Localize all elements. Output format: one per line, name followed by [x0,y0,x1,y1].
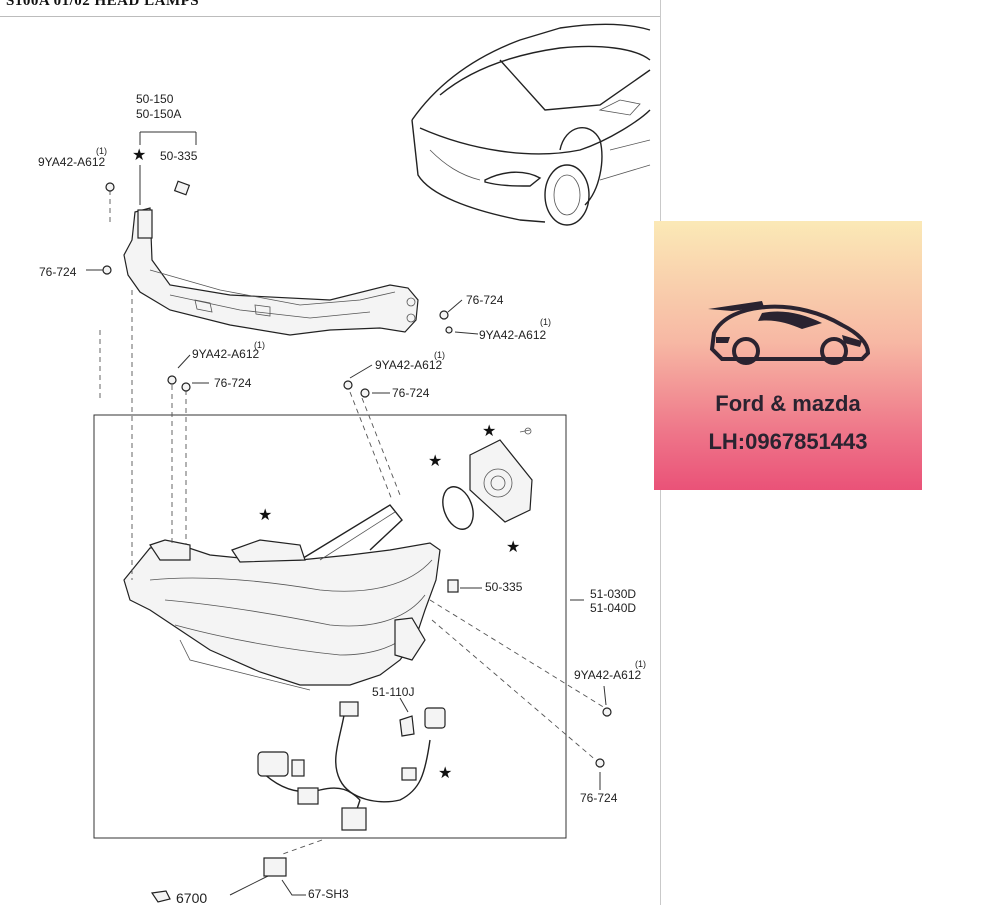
lamp-cover-unit [442,427,533,530]
label-76-724-mid1: 76-724 [214,376,252,390]
label-76-724-left: 76-724 [39,265,77,279]
star-markers: ★ ★ ★ ★ ★ ★ [132,145,520,782]
label-9ya42-a612-1: 9YA42-A612 [38,155,105,169]
label-50-335-top: 50-335 [160,149,198,163]
label-51-040d: 51-040D [590,601,636,615]
label-6700: 6700 [176,890,207,905]
label-9ya42-a612-3: 9YA42-A612 [192,347,259,361]
label-50-150a: 50-150A [136,107,181,121]
star-marker: ★ [482,421,496,440]
star-marker: ★ [438,763,452,782]
headlamp-assembly [123,504,441,691]
sports-car-icon [708,301,871,365]
label-51-110j: 51-110J [372,685,414,699]
label-51-030d: 51-030D [590,587,636,601]
qty-9ya-1: (1) [96,146,107,156]
star-marker: ★ [258,505,272,524]
leader-lines [86,131,607,896]
wiring-harness [257,701,446,831]
label-76-724-mid2: 76-724 [392,386,430,400]
vehicle-sketch [411,23,651,226]
fasteners [102,180,612,903]
qty-9ya-3: (1) [254,340,265,350]
label-50-335-mid: 50-335 [485,580,523,594]
diagram-drawing: ★ ★ ★ ★ ★ ★ 50-150 50-150A 50-335 (1) 9Y… [38,23,651,905]
star-marker: ★ [428,451,442,470]
brand-name: Ford & mazda [715,391,861,416]
star-marker: ★ [132,145,146,164]
diagram-header: S100A 01/02 HEAD LAMPS [0,0,660,17]
qty-9ya-4: (1) [434,350,445,360]
brand-phone: LH:0967851443 [708,429,868,454]
label-76-724-right: 76-724 [466,293,504,307]
star-marker: ★ [506,537,520,556]
label-76-724-bottom: 76-724 [580,791,618,805]
brand-badge: Ford & mazda LH:0967851443 [654,221,922,490]
diagram-title: S100A 01/02 HEAD LAMPS [6,0,200,9]
label-9ya42-a612-5: 9YA42-A612 [574,668,641,682]
assembly-boundary-box [93,414,567,839]
label-9ya42-a612-4: 9YA42-A612 [375,358,442,372]
part-labels: 50-150 50-150A 50-335 (1) 9YA42-A612 76-… [38,92,646,905]
qty-9ya-5: (1) [635,659,646,669]
label-67-sh3: 67-SH3 [308,887,349,901]
label-50-150: 50-150 [136,92,174,106]
label-9ya42-a612-2: 9YA42-A612 [479,328,546,342]
qty-9ya-2: (1) [540,317,551,327]
parts-diagram: S100A 01/02 HEAD LAMPS [0,0,661,905]
upper-bracket [123,207,419,336]
